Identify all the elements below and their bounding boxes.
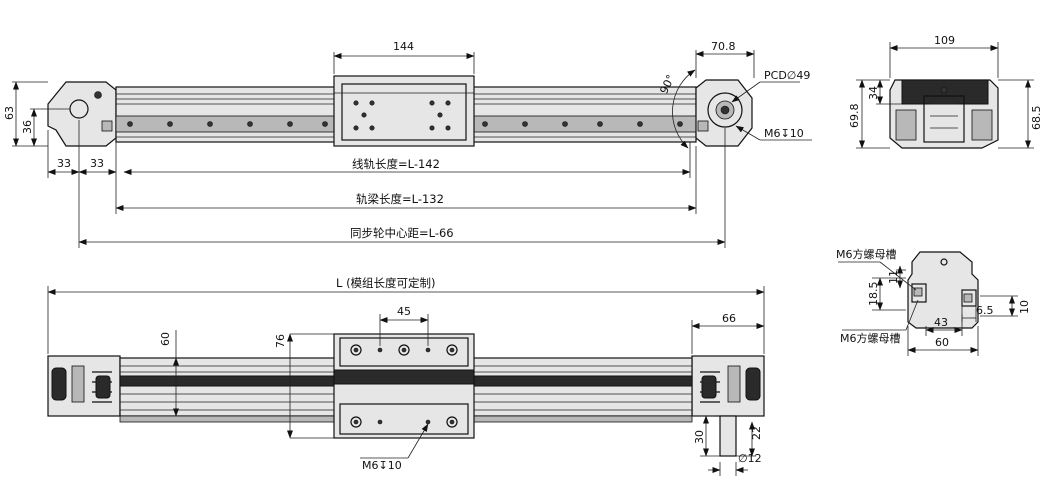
dim-36: 36 <box>21 120 34 134</box>
m6-depth-front: M6↧10 <box>362 459 402 472</box>
dim-33-a: 33 <box>57 157 71 170</box>
left-bolt <box>101 120 113 132</box>
top-slider <box>333 75 475 147</box>
shaft-diameter: ∅12 <box>738 452 762 465</box>
dim-11: 11 <box>887 270 900 284</box>
left-cap-details <box>51 365 112 403</box>
dim-30: 30 <box>693 430 706 444</box>
section-slot-left <box>911 283 927 303</box>
right-bolt <box>697 120 709 132</box>
carriage-bottom-plate <box>339 403 469 435</box>
module-length-label: L (模组长度可定制) <box>336 276 436 290</box>
right-cap-details <box>700 365 761 403</box>
side-core <box>923 95 965 143</box>
section-profile <box>907 251 979 329</box>
carriage-belt-clamp <box>333 369 475 385</box>
section-slot-right <box>961 289 977 307</box>
rail-holes <box>127 121 683 127</box>
m6-depth-right: M6↧10 <box>764 127 804 140</box>
dim-76: 76 <box>274 334 287 348</box>
dim-45: 45 <box>397 305 411 318</box>
right-pulley-core <box>720 105 730 115</box>
dim-60-section: 60 <box>935 336 949 349</box>
dim-144: 144 <box>393 40 414 53</box>
dim-69-8: 69.8 <box>848 104 861 129</box>
dim-18-5: 18.5 <box>867 282 880 307</box>
dim-70-8: 70.8 <box>711 40 736 53</box>
dim-22: 22 <box>750 426 763 440</box>
carriage-top-plate <box>339 337 469 367</box>
left-end-cap <box>47 81 117 147</box>
dim-109: 109 <box>934 34 955 47</box>
front-view: L (模组长度可定制) 45 66 60 76 M6↧10 30 22 <box>47 276 765 476</box>
section-nut-right <box>963 293 973 303</box>
right-pulley-outer <box>707 92 743 128</box>
dim-68-5: 68.5 <box>1030 106 1043 131</box>
top-view: 144 70.8 90° PCD∅49 M6↧10 63 36 33 33 <box>3 40 812 248</box>
pulley-center-label: 同步轮中心距=L-66 <box>350 226 454 240</box>
dim-60-front: 60 <box>159 332 172 346</box>
dim-63: 63 <box>3 106 16 120</box>
front-shaft <box>719 415 737 457</box>
left-small-hole <box>94 91 102 99</box>
side-view: 109 69.8 34 68.5 <box>848 34 1043 149</box>
m6-nut-slot-top: M6方螺母槽 <box>836 247 897 261</box>
slider-holes <box>353 100 451 131</box>
carriage-holes <box>350 344 458 428</box>
dim-43: 43 <box>934 316 948 329</box>
section-nut-left <box>913 287 923 297</box>
dim-34: 34 <box>867 86 880 100</box>
side-slot-left <box>895 109 917 141</box>
side-slot-right <box>971 109 993 141</box>
beam-length-label: 轨梁长度=L-132 <box>356 192 444 206</box>
top-slider-plate <box>341 83 467 141</box>
rail-length-label: 线轨长度=L-142 <box>352 157 440 171</box>
dim-33-b: 33 <box>90 157 104 170</box>
pcd-label: PCD∅49 <box>764 69 810 82</box>
dim-66: 66 <box>722 312 736 325</box>
m6-nut-slot-bottom: M6方螺母槽 <box>840 331 901 345</box>
section-view: M6方螺母槽 M6方螺母槽 11 18.5 6.5 10 43 60 <box>836 247 1031 356</box>
dim-10: 10 <box>1018 300 1031 314</box>
dim-6-5: 6.5 <box>976 304 994 317</box>
